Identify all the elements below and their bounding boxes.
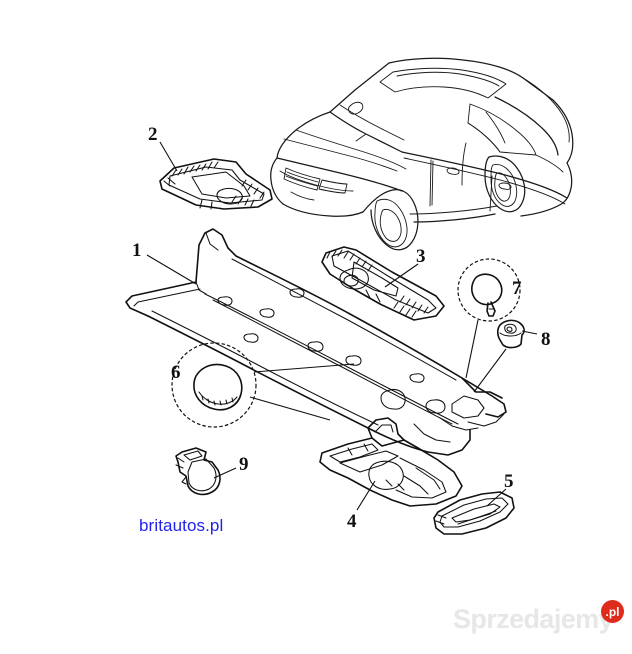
callout-8: 8	[541, 329, 551, 350]
detail-circle-6	[171, 342, 355, 428]
sprzedajemy-watermark: Sprzedajemy .pl	[453, 600, 624, 636]
part-5-plenum-end-cover	[433, 488, 515, 535]
callout-3: 3	[416, 246, 426, 267]
britautos-watermark: britautos.pl	[139, 516, 224, 535]
callout-2: 2	[148, 124, 158, 145]
callout-6: 6	[171, 362, 181, 383]
part-2-wiper-linkage-cover	[159, 141, 273, 210]
part-1-cowl-plenum-panel	[125, 228, 507, 456]
callout-5: 5	[504, 471, 514, 492]
callout-7: 7	[512, 278, 522, 299]
callout-9: 9	[239, 454, 249, 475]
part-8-rubber-grommet	[473, 319, 538, 393]
callout-4: 4	[347, 511, 357, 532]
part-4-air-intake-duct	[319, 417, 463, 511]
part-3-wiper-motor-bracket	[321, 246, 445, 321]
callout-numbers: 1 2 3 4 5 6 7 8 9	[132, 124, 551, 532]
sprzedajemy-wordmark: Sprzedajemy	[453, 603, 614, 634]
detail-circle-7	[457, 258, 521, 379]
car-illustration	[270, 57, 574, 251]
sprzedajemy-pl-badge: .pl	[601, 600, 624, 623]
callout-1: 1	[132, 240, 142, 261]
part-9-mounting-clip	[175, 447, 237, 496]
